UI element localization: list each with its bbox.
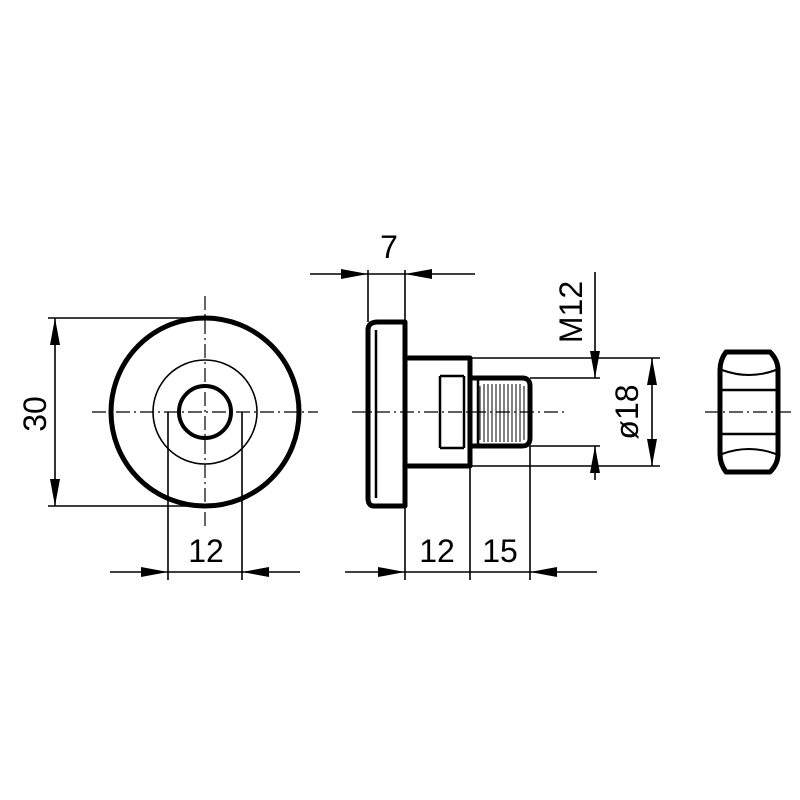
dim-18-arrow-top xyxy=(647,358,657,385)
hex-nut xyxy=(705,349,795,475)
dim-12-front-arrow-right xyxy=(242,567,269,577)
dim-7-label: 7 xyxy=(380,229,398,265)
nut-chamfer-curve-top xyxy=(721,369,777,376)
side-view: 7 M12 ø18 12 15 xyxy=(310,229,660,580)
dim-18-label: ø18 xyxy=(609,384,645,439)
hub-circle xyxy=(152,359,258,465)
dim-m12-arrow-bottom xyxy=(590,446,600,473)
threaded-stud xyxy=(470,375,533,449)
dim-7-arrow-left xyxy=(341,269,368,279)
dim-chain-arrow-left xyxy=(378,567,405,577)
dim-m12-arrow-top xyxy=(590,351,600,378)
dim-12-front-arrow-left xyxy=(141,567,168,577)
nut-outline xyxy=(717,349,781,475)
dim-7-arrow-right xyxy=(405,269,432,279)
front-view: 30 12 xyxy=(17,296,318,580)
dim-30-arrow-top xyxy=(50,318,60,345)
dim-30-label: 30 xyxy=(17,396,53,432)
thread-hatching xyxy=(479,384,525,442)
bore-circle xyxy=(177,384,233,440)
dim-15-label: 15 xyxy=(482,533,518,569)
shoulder xyxy=(405,355,473,469)
dim-30-arrow-bottom xyxy=(50,479,60,506)
dim-18-arrow-bottom xyxy=(647,439,657,466)
dim-m12-label: M12 xyxy=(553,281,589,343)
dim-chain-arrow-right xyxy=(530,567,557,577)
dim-12-side-label: 12 xyxy=(419,533,455,569)
nut-chamfer-curve-bottom xyxy=(721,448,777,455)
dim-12-front-label: 12 xyxy=(188,533,224,569)
head-flange xyxy=(365,319,408,509)
